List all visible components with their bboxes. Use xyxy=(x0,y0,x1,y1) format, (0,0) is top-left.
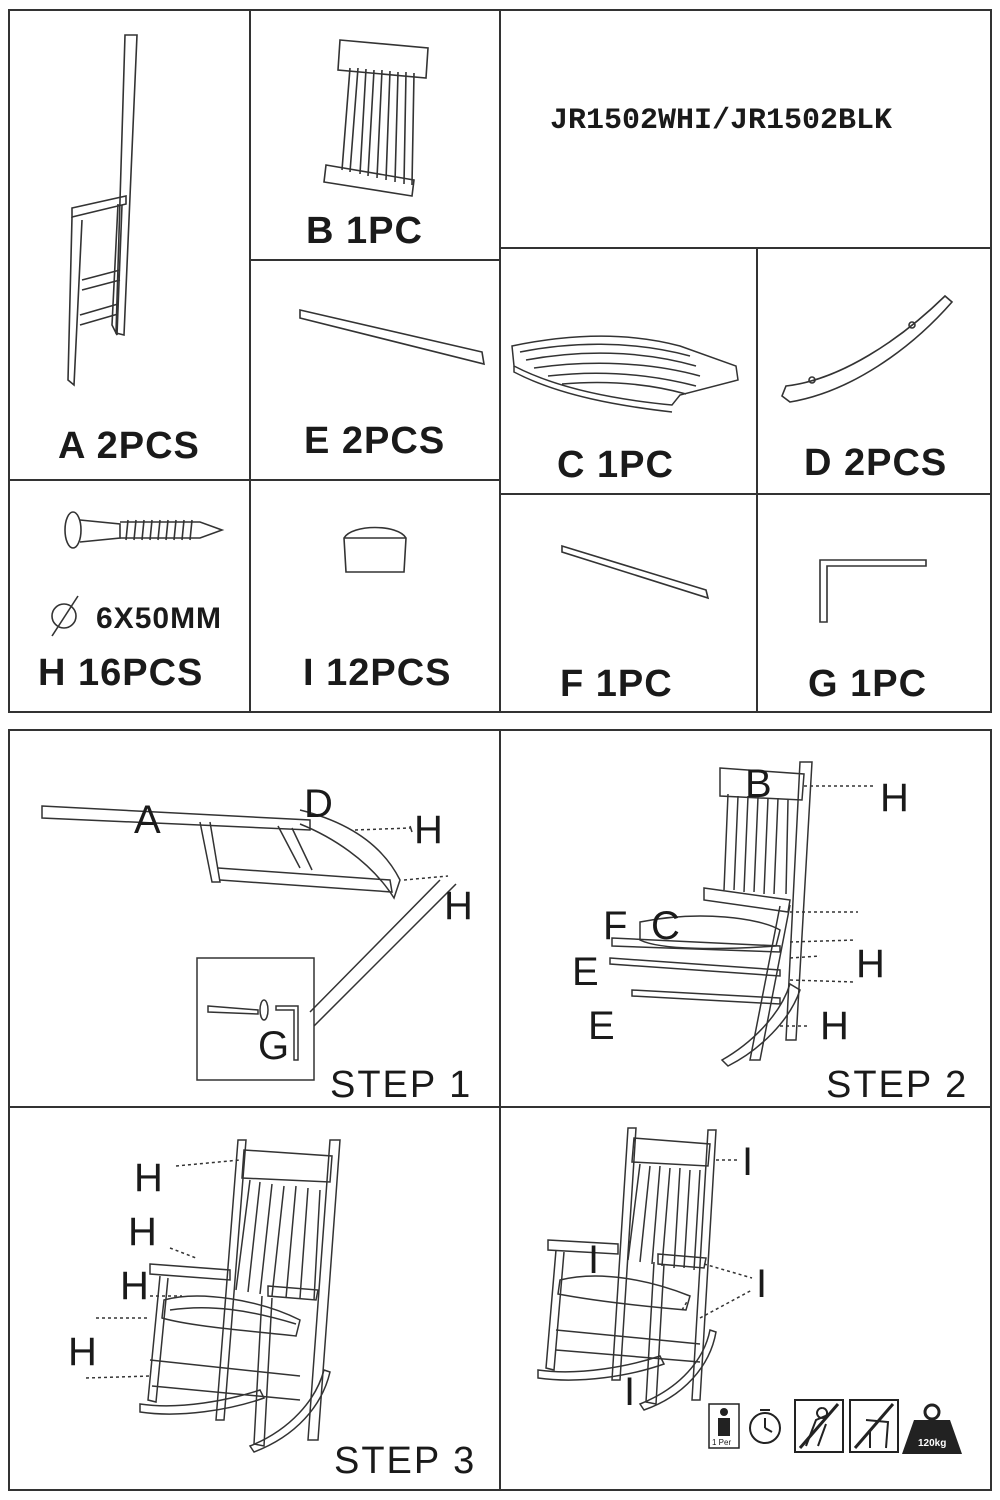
step-2-callout-h-1: H xyxy=(880,776,909,820)
step-3-callout-h-3: H xyxy=(120,1264,149,1308)
part-h-label: H 16PCS xyxy=(38,652,204,694)
step-1-callout-a: A xyxy=(134,798,161,842)
safety-icons-row xyxy=(708,1399,962,1454)
step-1-callout-d: D xyxy=(304,782,333,826)
no-standing-icon xyxy=(794,1399,844,1453)
step-4-callout-i-4: I xyxy=(624,1370,636,1414)
part-f-rail-drawing xyxy=(561,544,710,600)
step-3-callout-h-1: H xyxy=(134,1156,163,1200)
model-number: JR1502WHI/JR1502BLK xyxy=(550,104,893,138)
part-e-rail-drawing xyxy=(299,308,485,366)
weight-limit-icon xyxy=(902,1403,962,1454)
step-2-callout-h-3: H xyxy=(820,1004,849,1048)
step-1-callout-h-1: H xyxy=(414,808,443,852)
step-2-callout-h-2: H xyxy=(856,942,885,986)
steps-grid xyxy=(8,729,992,1491)
step-3-label: STEP 3 xyxy=(334,1440,477,1482)
part-a-side-frame-drawing xyxy=(67,34,138,387)
step-3-drawing xyxy=(85,1139,341,1453)
part-e-label: E 2PCS xyxy=(304,420,446,462)
one-person-icon xyxy=(708,1403,740,1449)
part-d-label: D 2PCS xyxy=(804,442,948,484)
no-lean-back-icon xyxy=(849,1399,899,1453)
step-2-callout-c: C xyxy=(651,904,680,948)
part-i-cap-drawing xyxy=(343,526,407,573)
part-c-seat-drawing xyxy=(511,335,739,413)
step-2-label: STEP 2 xyxy=(826,1064,969,1106)
part-i-label: I 12PCS xyxy=(303,652,452,694)
step-2-drawing xyxy=(609,761,874,1067)
step-1-drawing xyxy=(41,805,457,1081)
weight-limit-caption: 120kg xyxy=(918,1438,947,1449)
stopwatch-icon xyxy=(749,1409,781,1444)
step-2-callout-b: B xyxy=(745,762,772,806)
part-b-backrest-drawing xyxy=(323,39,429,197)
step-1-callout-h-2: H xyxy=(444,884,473,928)
part-h-spec: 6X50MM xyxy=(96,602,223,635)
part-f-label: F 1PC xyxy=(560,663,673,705)
step-2-callout-e-1: E xyxy=(572,950,599,994)
step-3-callout-h-4: H xyxy=(68,1330,97,1374)
part-d-rocker-drawing xyxy=(781,294,954,403)
step-4-callout-i-3: I xyxy=(756,1262,768,1306)
step-4-drawing xyxy=(537,1127,753,1411)
one-person-caption: 1 Per xyxy=(712,1438,732,1447)
part-g-label: G 1PC xyxy=(808,663,928,705)
step-1-label: STEP 1 xyxy=(330,1064,473,1106)
step-2-callout-e-2: E xyxy=(588,1004,615,1048)
part-g-allen-key-drawing xyxy=(819,559,927,623)
step-1-callout-g: G xyxy=(258,1024,290,1068)
parts-table-grid xyxy=(8,9,992,713)
part-h-screw-drawing xyxy=(51,511,225,637)
part-c-label: C 1PC xyxy=(557,444,674,486)
step-4-callout-i-1: I xyxy=(742,1140,754,1184)
step-4-callout-i-2: I xyxy=(588,1238,600,1282)
step-3-callout-h-2: H xyxy=(128,1210,157,1254)
step-2-callout-f: F xyxy=(603,904,628,948)
part-b-label: B 1PC xyxy=(306,210,423,252)
part-a-label: A 2PCS xyxy=(58,425,200,467)
